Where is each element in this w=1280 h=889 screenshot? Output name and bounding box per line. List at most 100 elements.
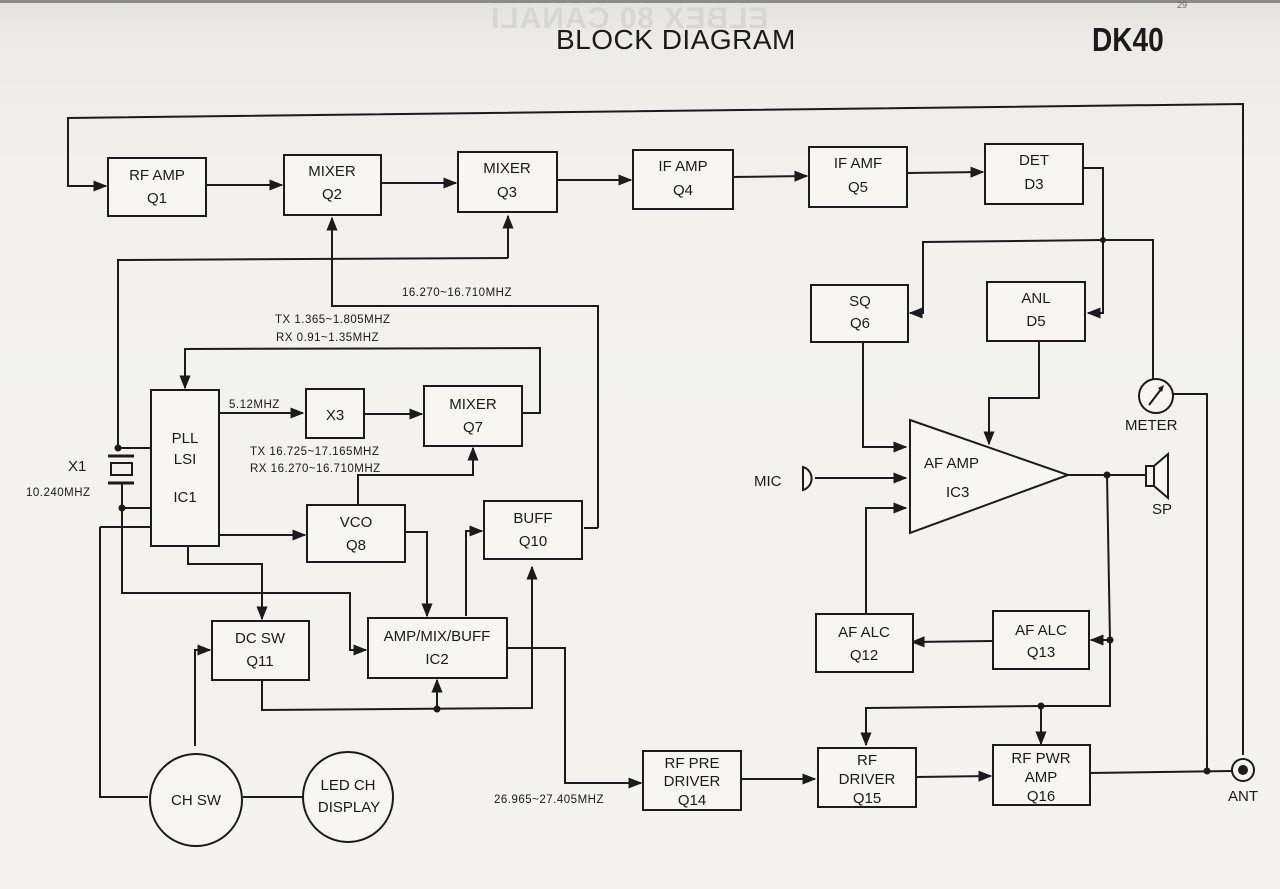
wire-q7-pll: [179, 346, 541, 414]
wire-x1-top: [117, 440, 150, 449]
wire-anl-afamp: [983, 341, 1040, 446]
junction-dot: [1037, 702, 1045, 710]
block-q12: AF ALC Q12: [815, 613, 914, 673]
block-label: AF AMP: [924, 455, 979, 472]
meter-label: METER: [1125, 417, 1178, 434]
block-ic2: AMP/MIX/BUFF IC2: [367, 617, 508, 679]
wire-d3-anl: [1086, 240, 1104, 319]
freq-label-vco-tx: TX 16.725~17.165MHZ: [250, 446, 379, 458]
crystal-label: X1: [68, 458, 86, 475]
block-ref: Q13: [1027, 644, 1055, 661]
wire-afamp-q13: [1089, 474, 1112, 646]
block-q6: SQ Q6: [810, 284, 909, 343]
junction-dots: [114, 237, 1211, 775]
freq-label-pll-rx: RX 0.91~1.35MHZ: [276, 332, 379, 344]
block-q14: RF PRE DRIVER Q14: [642, 750, 742, 811]
block-q13: AF ALC Q13: [992, 610, 1090, 670]
freq-label-pll-tx: TX 1.365~1.805MHZ: [275, 314, 391, 326]
block-ref: Q5: [848, 179, 868, 196]
wire-q13-bus: [1041, 640, 1111, 707]
block-q16: RF PWR AMP Q16: [992, 744, 1091, 806]
crystal-frequency: 10.240MHZ: [26, 487, 91, 499]
microphone-icon: [802, 465, 813, 492]
block-ref: Q7: [463, 419, 483, 436]
block-ref: Q8: [346, 537, 366, 554]
meter-icon: [1138, 378, 1174, 414]
block-label: AF ALC: [838, 624, 890, 641]
block-label: MIXER: [449, 396, 497, 413]
wire-vco-ic2: [405, 531, 433, 618]
block-ref: Q15: [853, 790, 881, 807]
wire-x1-bot: [121, 484, 150, 509]
block-ref: D3: [1024, 176, 1043, 193]
antenna-jack-icon: [1231, 758, 1255, 782]
block-label: DC SW: [235, 630, 286, 647]
crystal-x1-icon: [108, 454, 134, 485]
wire-q15-q16: [915, 770, 993, 782]
freq-label-vco-buff: 16.270~16.710MHZ: [402, 287, 512, 299]
scan-edge: [0, 0, 1280, 3]
block-ref: Q3: [497, 184, 517, 201]
block-q5: IF AMF Q5: [808, 146, 908, 208]
freq-label-vco-rx: RX 16.270~16.710MHZ: [250, 463, 381, 475]
block-ref: D5: [1026, 313, 1045, 330]
block-ic1: PLL LSI IC1: [150, 389, 220, 547]
wire-buff-q2: [326, 216, 599, 528]
block-label: MIXER: [483, 160, 531, 177]
wire-sq-afamp: [862, 342, 908, 453]
junction-dot: [1103, 471, 1111, 479]
page-title: BLOCK DIAGRAM: [556, 24, 796, 55]
page-number: 29: [1177, 0, 1188, 10]
wire-d3-sq: [908, 239, 1104, 319]
wire-x1-ic2: [121, 508, 368, 656]
junction-dot: [1203, 767, 1211, 775]
block-ref: IC1: [173, 489, 196, 506]
block-ref: Q2: [322, 186, 342, 203]
block-label: BUFF: [513, 510, 552, 527]
block-ref: IC3: [946, 484, 969, 501]
block-ic3-af-amp: AF AMP IC3: [909, 418, 1071, 535]
wires: [67, 102, 1244, 798]
block-ref: Q4: [673, 182, 693, 199]
block-ref: Q11: [246, 653, 273, 670]
wire-pll-dcsw: [187, 546, 268, 621]
block-label: DISPLAY: [318, 799, 380, 816]
block-label: CH SW: [171, 792, 222, 809]
block-label: DET: [1019, 152, 1049, 169]
junction-dot: [1100, 237, 1106, 243]
block-label: RF PRE: [664, 755, 719, 772]
wire-dcsw-buff: [261, 565, 538, 712]
block-q8: VCO Q8: [306, 504, 406, 563]
wire-q5-d3: [906, 166, 985, 178]
block-q11: DC SW Q11: [211, 620, 310, 681]
block-ref: Q6: [850, 315, 870, 332]
block-label: IF AMP: [658, 158, 707, 175]
junction-dot: [118, 504, 126, 512]
block-label: RF AMP: [129, 167, 185, 184]
block-d3: DET D3: [984, 143, 1084, 205]
wire-pll-chsw: [99, 527, 148, 798]
block-q4: IF AMP Q4: [632, 149, 734, 210]
block-q2: MIXER Q2: [283, 154, 382, 216]
block-x3: X3: [305, 388, 365, 439]
block-q7: MIXER Q7: [423, 385, 523, 447]
wire-bus-q15: [860, 705, 1042, 747]
block-ref: Q16: [1027, 788, 1055, 805]
block-ch-sw: CH SW: [149, 753, 243, 847]
block-label: LSI: [174, 451, 197, 468]
wire-vco-q7: [357, 446, 479, 505]
block-label: LED CH: [320, 777, 375, 794]
block-label: RF PWR: [1011, 750, 1070, 767]
wire-q16-ant: [1089, 770, 1233, 774]
wire-ic2-q14: [507, 647, 643, 789]
block-d5: ANL D5: [986, 281, 1086, 342]
junction-dot: [433, 705, 441, 713]
wire-d3-meter: [1103, 239, 1154, 382]
block-label: IF AMF: [834, 155, 882, 172]
block-ref: Q14: [678, 792, 706, 809]
block-label: DRIVER: [839, 771, 896, 788]
block-label: PLL: [172, 430, 199, 447]
wire-ant-to-rfamp: [67, 102, 1244, 755]
